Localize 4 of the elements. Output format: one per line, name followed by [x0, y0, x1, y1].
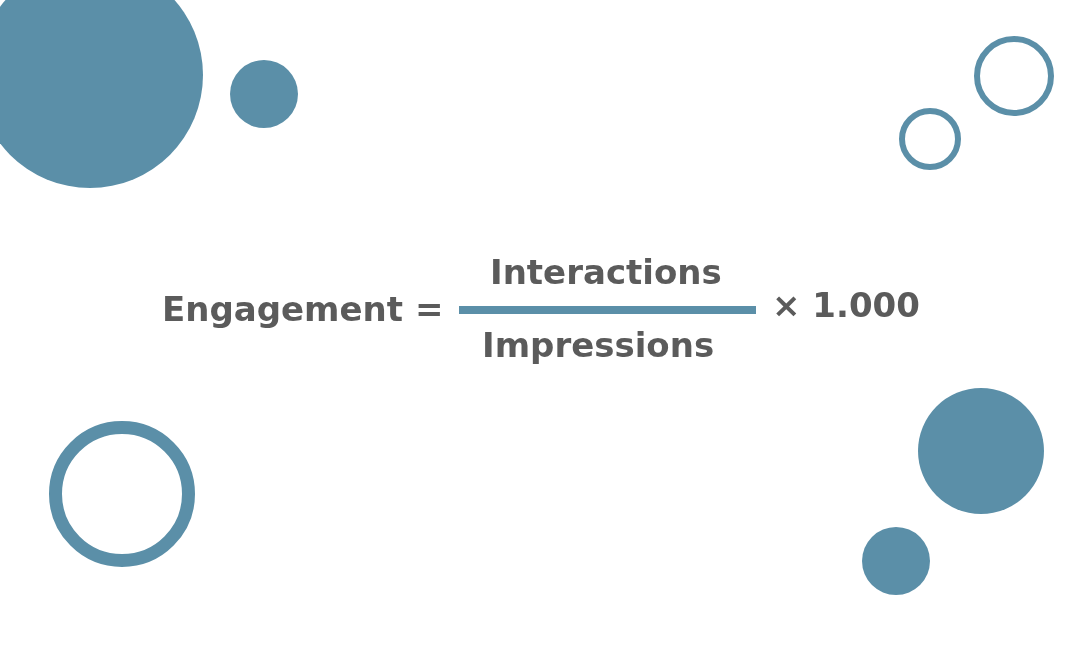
formula-term: Engagement =: [162, 292, 444, 326]
numerator: Interactions: [490, 255, 722, 289]
multiplier: × 1.000: [772, 288, 920, 322]
denominator: Impressions: [482, 328, 715, 362]
